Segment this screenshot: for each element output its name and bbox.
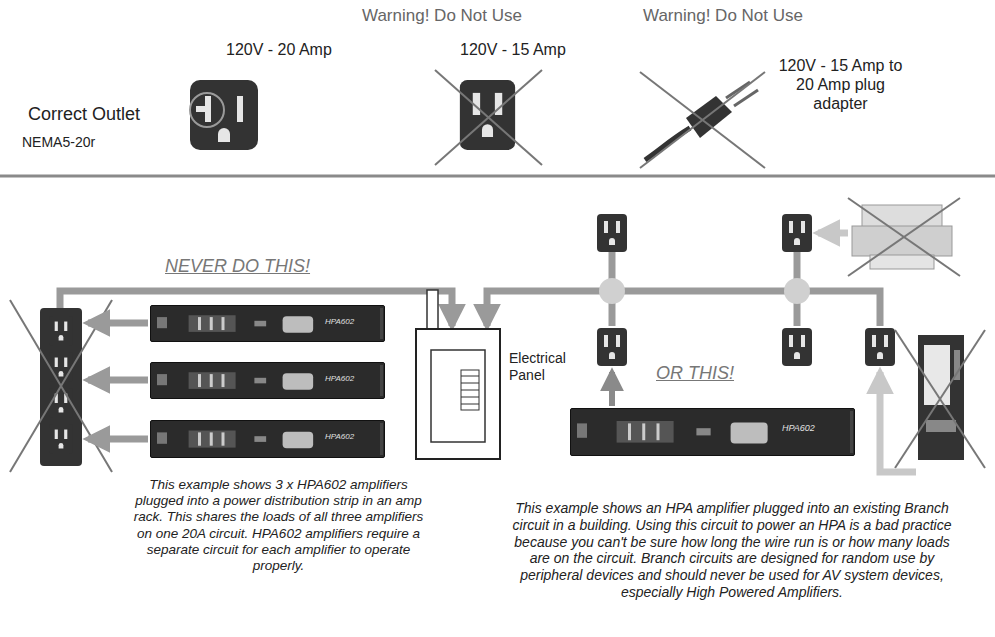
adapter-label: 120V - 15 Amp to 20 Amp plug adapter	[778, 56, 903, 114]
outlet-20a	[190, 80, 258, 150]
example-caption: This example shows an HPA amplifier plug…	[512, 500, 952, 601]
warning-note: Warning! Do Not Use	[362, 6, 527, 26]
outlet-callout: Correct Outlet	[28, 104, 193, 126]
example-caption: This example shows 3 x HPA602 amplifiers…	[126, 477, 431, 574]
junction-dot	[599, 278, 625, 304]
junction-dot	[784, 278, 810, 304]
printer-arrow	[818, 230, 848, 237]
panel-face	[417, 330, 499, 458]
panel-conduit	[427, 290, 438, 330]
outlet-rating: 120V - 15 Amp	[460, 40, 590, 59]
amp-plug-arrow	[609, 372, 615, 406]
divider-rule	[0, 175, 995, 178]
warning-note: Warning! Do Not Use	[643, 6, 818, 26]
outlet-15a	[435, 70, 542, 165]
printer-device	[848, 198, 960, 276]
model-label: HPA602	[325, 432, 354, 441]
amplifier: HPA602	[150, 420, 385, 458]
warning-heading: OR THIS!	[656, 363, 776, 385]
model-label: HPA602	[325, 317, 354, 326]
branch-outlets	[597, 214, 895, 366]
vending-arrow	[880, 372, 916, 472]
amplifier: HPA602	[570, 408, 855, 456]
vending-machine	[895, 330, 985, 468]
model-label: HPA602	[782, 423, 815, 433]
model-label: HPA602	[325, 374, 354, 383]
amplifier: HPA602	[150, 362, 385, 399]
amplifier: HPA602	[150, 305, 385, 342]
panel-label: Electrical Panel	[509, 350, 587, 384]
electrical-panel: Electrical Panel	[415, 328, 501, 460]
warning-heading: NEVER DO THIS!	[165, 256, 340, 278]
plug-adapter	[640, 72, 765, 168]
outlet-rating: 120V - 20 Amp	[226, 40, 361, 59]
outlet-type: NEMA5-20r	[22, 134, 132, 151]
